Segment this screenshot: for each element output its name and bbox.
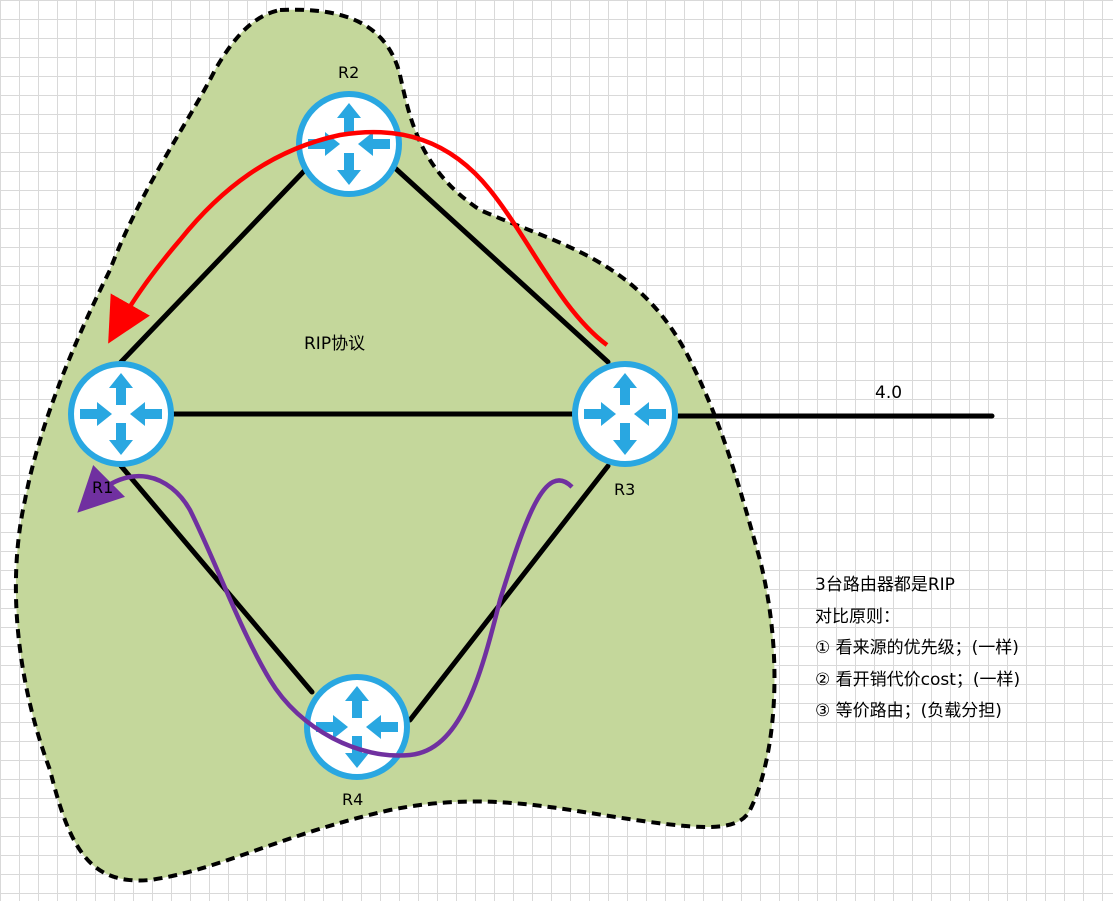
link-r1-r2 [118,165,310,365]
notes-line: 3台路由器都是RIP [815,575,955,595]
router-icon[interactable] [71,364,171,464]
protocol-label: RIP协议 [304,334,366,354]
link-r1-r4 [118,463,315,695]
link-r2-r3 [392,165,611,365]
router-label-r1: R1 [92,478,114,497]
notes-line: ③ 等价路由；(负载分担) [815,701,1002,721]
notes-line: ① 看来源的优先级；(一样) [815,638,1019,658]
router-icon[interactable] [307,677,407,777]
notes-line: ② 看开销代价cost；(一样) [815,669,1021,690]
router-label-r4: R4 [342,790,364,809]
red-route-path [108,129,609,347]
comparison-notes: 3台路由器都是RIP 对比原则： ① 看来源的优先级；(一样) ② 看开销代价c… [815,570,1020,728]
router-label-r3: R3 [614,480,636,499]
purple-route-path [77,465,574,758]
link-r4-r3 [407,463,611,723]
network-label: 4.0 [875,383,903,403]
links [118,165,995,723]
notes-line: 对比原则： [815,606,900,627]
router-label-r2: R2 [338,63,360,82]
rip-area [13,7,777,883]
router-icon[interactable] [575,364,675,464]
